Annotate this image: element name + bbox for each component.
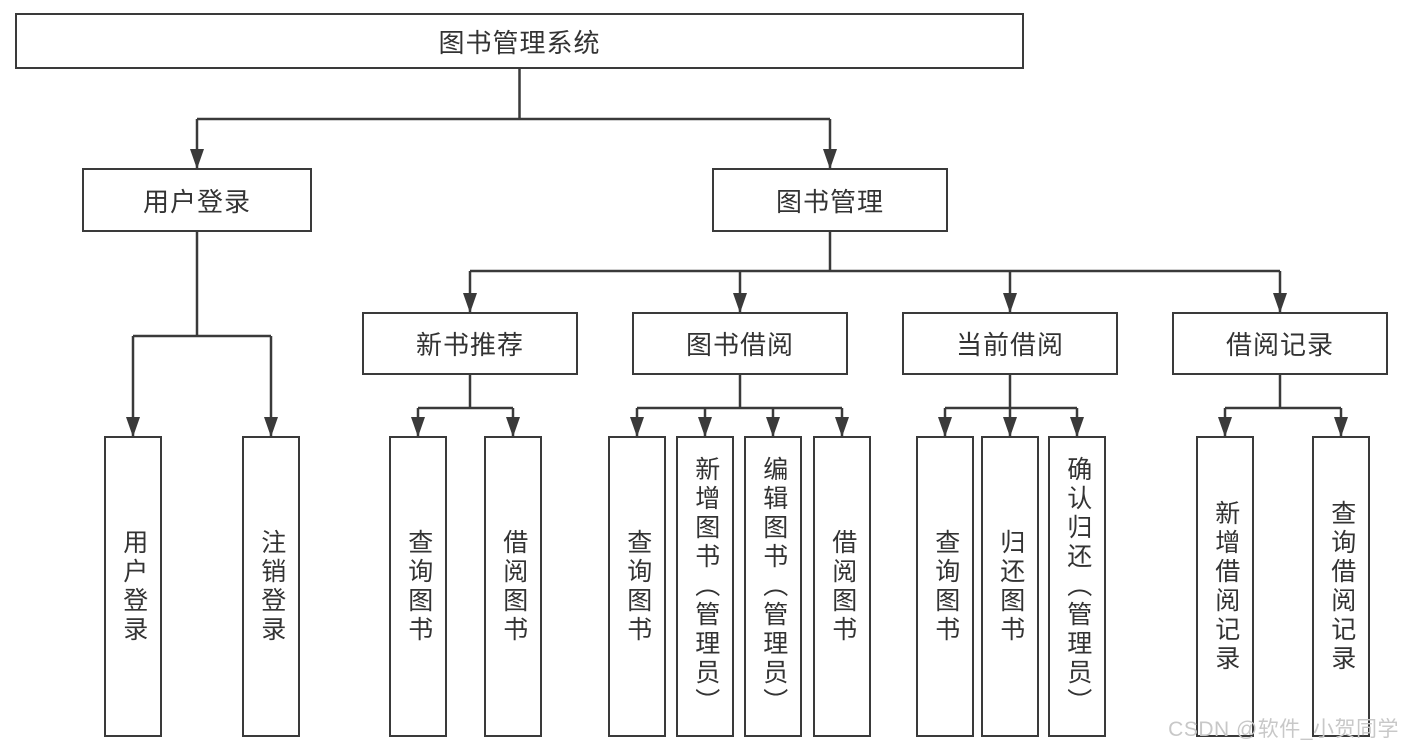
node-borrow-records: 借阅记录 xyxy=(1172,312,1388,375)
node-query-books-3: 查询图书 xyxy=(916,436,974,737)
node-label: 用户登录 xyxy=(142,186,251,217)
node-user-login: 用户登录 xyxy=(82,168,312,232)
node-label: 借阅图书 xyxy=(499,528,528,645)
node-label: 查询图书 xyxy=(931,528,960,645)
node-label: 查询图书 xyxy=(623,528,652,645)
node-edit-books-admin: 编辑图书（管理员） xyxy=(744,436,802,737)
node-label: 新书推荐 xyxy=(415,330,524,360)
node-return-books: 归还图书 xyxy=(981,436,1039,737)
node-label: 查询借阅记录 xyxy=(1327,499,1356,674)
node-query-books-2: 查询图书 xyxy=(608,436,666,737)
node-label: 借阅图书 xyxy=(828,528,857,645)
node-label: 图书借阅 xyxy=(685,330,794,360)
node-confirm-return-admin: 确认归还（管理员） xyxy=(1048,436,1106,737)
watermark: CSDN @软件_小贺同学 xyxy=(1168,718,1399,741)
node-current-borrow: 当前借阅 xyxy=(902,312,1118,375)
node-add-borrow-record: 新增借阅记录 xyxy=(1196,436,1254,737)
node-label: 图书管理系统 xyxy=(438,27,601,58)
node-borrow-books-2: 借阅图书 xyxy=(813,436,871,737)
node-logout: 注销登录 xyxy=(242,436,300,737)
node-query-books-1: 查询图书 xyxy=(389,436,447,737)
node-label: 当前借阅 xyxy=(955,330,1064,360)
node-label: 新增图书（管理员） xyxy=(691,456,720,717)
node-borrow-books-1: 借阅图书 xyxy=(484,436,542,737)
node-query-borrow-record: 查询借阅记录 xyxy=(1312,436,1370,737)
node-book-management: 图书管理 xyxy=(712,168,948,232)
node-label: 用户登录 xyxy=(119,528,148,645)
node-library-system: 图书管理系统 xyxy=(15,13,1024,69)
node-new-book-recommend: 新书推荐 xyxy=(362,312,578,375)
node-add-books-admin: 新增图书（管理员） xyxy=(676,436,734,737)
node-label: 确认归还（管理员） xyxy=(1063,456,1092,717)
node-label: 查询图书 xyxy=(404,528,433,645)
node-label: 归还图书 xyxy=(996,528,1025,645)
node-book-borrow: 图书借阅 xyxy=(632,312,848,375)
node-user-login-leaf: 用户登录 xyxy=(104,436,162,737)
node-label: 注销登录 xyxy=(257,528,286,645)
node-label: 新增借阅记录 xyxy=(1211,499,1240,674)
node-label: 图书管理 xyxy=(775,186,884,217)
node-label: 编辑图书（管理员） xyxy=(759,456,788,717)
node-label: 借阅记录 xyxy=(1225,330,1334,360)
